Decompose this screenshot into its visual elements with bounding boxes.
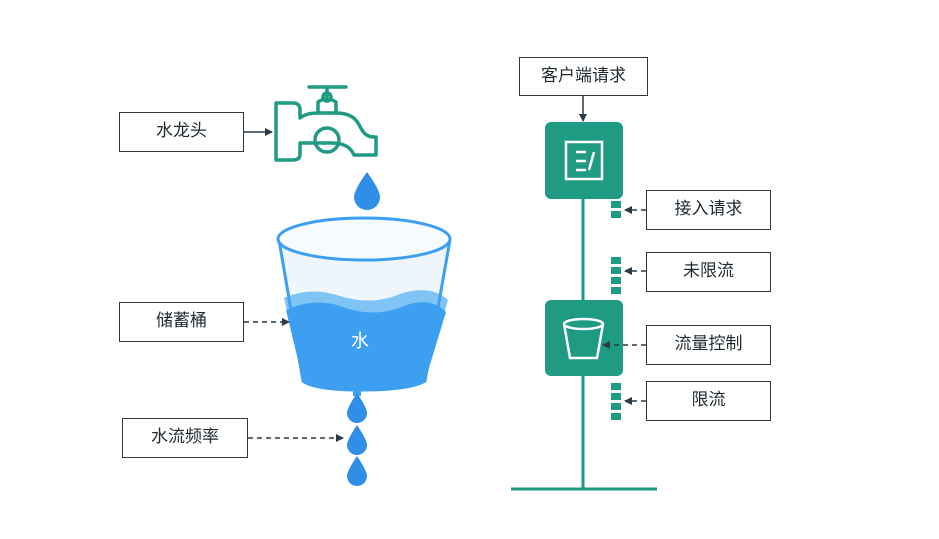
bucket-icon: [276, 216, 452, 396]
document-icon: [564, 140, 604, 181]
flow-frequency-label: 水流频率: [122, 418, 248, 458]
water-drop-icon: [347, 456, 367, 486]
client-request-label: 客户端请求: [519, 57, 648, 96]
flow-control-box: [545, 300, 623, 376]
request-box: [545, 122, 623, 199]
unlimited-label: 未限流: [646, 252, 771, 292]
faucet-icon: [274, 85, 378, 162]
water-drop-icon: [354, 172, 380, 210]
water-drop-icon: [347, 425, 367, 455]
queue-blocks: [611, 201, 621, 420]
limit-label: 限流: [646, 381, 771, 421]
faucet-label: 水龙头: [119, 112, 244, 152]
flow-control-label: 流量控制: [646, 325, 771, 365]
water-text: 水: [351, 331, 369, 352]
water-drop-icon: [347, 393, 367, 423]
bucket-icon: [562, 317, 605, 360]
accept-request-label: 接入请求: [646, 190, 771, 230]
bucket-label: 储蓄桶: [119, 302, 244, 342]
